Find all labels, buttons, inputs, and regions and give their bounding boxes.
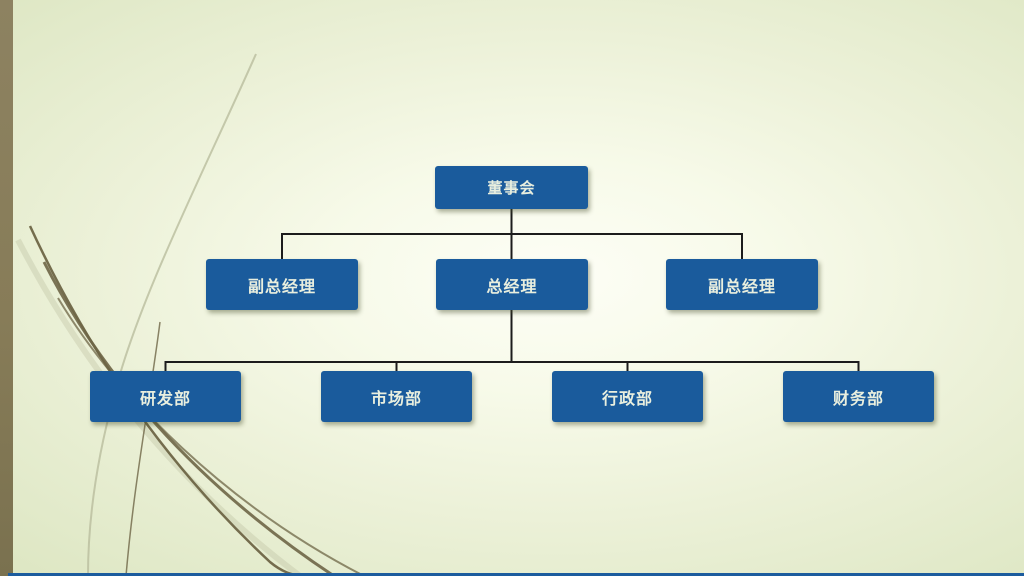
org-node-board-label: 董事会 xyxy=(487,180,536,197)
org-node-finance-dept[interactable]: 财务部 xyxy=(783,371,934,422)
org-node-deputy-gm-right[interactable]: 副总经理 xyxy=(666,259,818,310)
org-node-finance-dept-label: 财务部 xyxy=(832,390,884,408)
org-node-board[interactable]: 董事会 xyxy=(435,166,588,209)
org-node-marketing-dept-label: 市场部 xyxy=(370,390,422,408)
org-node-rnd-dept-label: 研发部 xyxy=(139,390,191,408)
org-node-marketing-dept[interactable]: 市场部 xyxy=(321,371,472,422)
org-node-admin-dept-label: 行政部 xyxy=(601,390,653,408)
bottom-accent-rule xyxy=(8,573,1024,576)
org-node-deputy-gm-left[interactable]: 副总经理 xyxy=(206,259,358,310)
org-node-rnd-dept[interactable]: 研发部 xyxy=(90,371,241,422)
org-node-general-manager-label: 总经理 xyxy=(486,278,538,296)
org-node-general-manager[interactable]: 总经理 xyxy=(436,259,588,310)
org-node-admin-dept[interactable]: 行政部 xyxy=(552,371,703,422)
org-node-deputy-gm-left-label: 副总经理 xyxy=(247,278,316,296)
org-node-deputy-gm-right-label: 副总经理 xyxy=(707,278,776,296)
left-accent-bar xyxy=(0,0,13,576)
